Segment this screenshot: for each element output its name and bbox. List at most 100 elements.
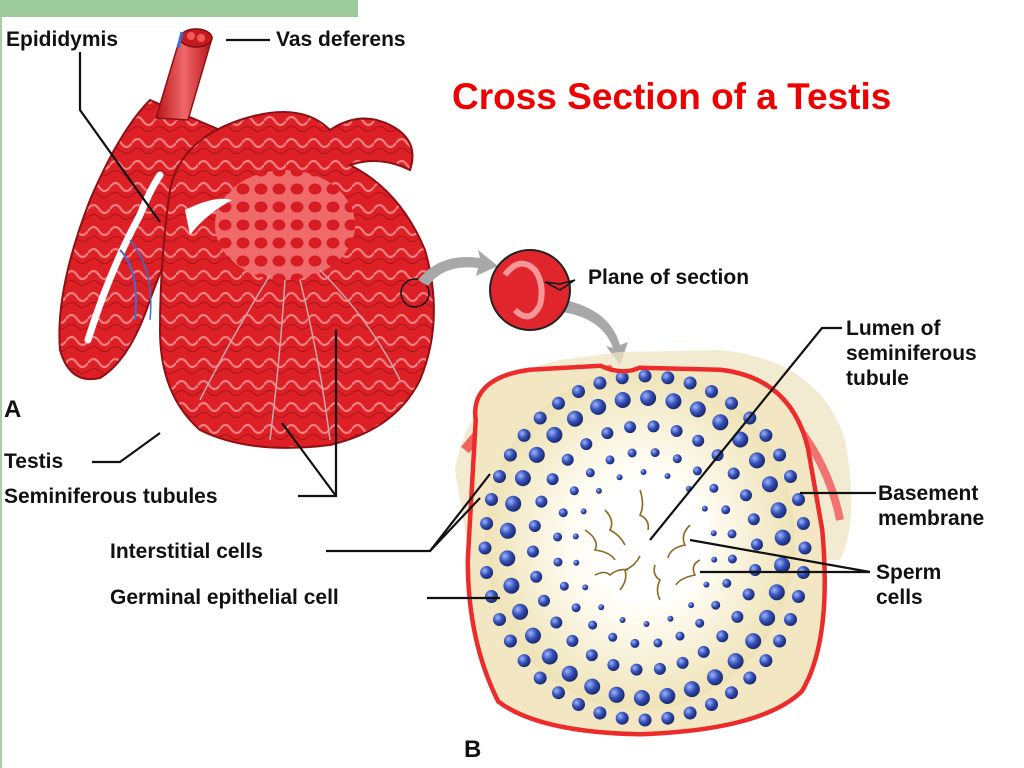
cell-nucleus [530,570,543,583]
cell-nucleus [667,615,674,622]
cell-nucleus [638,713,652,727]
label-basement-membrane: Basement membrane [878,481,984,531]
label-lumen-line1: Lumen of [846,317,941,340]
cell-nucleus [550,616,563,629]
cell-nucleus [561,453,574,466]
cell-nucleus [493,613,506,626]
cell-nucleus [619,617,626,623]
cell-nucleus [743,671,757,685]
cell-nucleus [480,566,494,579]
cell-nucleus [670,425,683,437]
cell-nucleus [710,530,717,537]
cell-nucleus [784,470,797,483]
label-interstitial-cells: Interstitial cells [110,540,263,563]
cell-nucleus [773,448,787,462]
cell-nucleus [559,581,569,591]
cell-nucleus [571,603,581,613]
cell-nucleus [721,505,731,515]
testis-illustration [58,28,435,449]
cell-nucleus [749,452,765,469]
cell-nucleus [630,663,643,676]
cell-nucleus [676,656,689,669]
leader-epididymis [78,52,161,223]
cell-nucleus [503,634,517,648]
cell-nucleus [695,618,705,628]
cell-nucleus [773,634,787,648]
rete-testis [215,170,355,280]
cell-nucleus [499,522,516,539]
cell-nucleus [608,632,618,642]
cell-nucleus [749,564,762,576]
leader-lines [78,38,876,600]
cell-nucleus [538,594,550,607]
cell-nucleus [705,698,718,711]
cell-nucleus [584,678,601,695]
nuclei-group [478,369,812,727]
cell-nucleus [528,520,541,532]
cell-nucleus [593,706,607,720]
cell-nucleus [478,541,492,555]
cell-nucleus [716,630,729,643]
cell-nucleus [727,529,737,539]
label-plane-of-section: Plane of section [588,266,750,289]
cell-nucleus [553,557,563,567]
label-testis: Testis [4,450,64,473]
cell-nucleus [485,493,498,506]
cell-nucleus [615,371,629,385]
cell-nucleus [567,410,583,427]
cell-nucleus [525,627,541,644]
cell-nucleus [650,448,660,458]
section-marker-circle [400,278,430,308]
cell-nucleus [607,659,620,671]
cell-nucleus [774,557,791,574]
cell-nucleus [630,638,640,648]
cell-nucleus [533,671,547,685]
cell-nucleus [768,584,785,601]
cell-nucleus [514,470,531,487]
cell-nucleus [608,686,625,703]
cell-nucleus [761,476,778,493]
leader-seminiferous-b [281,422,337,497]
cell-nucleus [683,706,697,720]
page-title: Cross Section of a Testis [452,76,892,117]
cell-nucleus [796,517,810,530]
leader-testis [92,432,161,464]
panel-letter-b: B [464,736,482,763]
cell-nucleus [751,538,763,551]
cell-nucleus [745,633,762,650]
cell-nucleus [558,508,568,518]
cell-nucleus [633,690,650,706]
cell-nucleus [653,638,663,648]
cell-nucleus [598,604,605,611]
cell-nucleus [485,590,498,603]
label-sperm-cells: Sperm cells [876,560,941,610]
sperm-tails [584,489,701,601]
label-vas-deferens: Vas deferens [276,28,406,51]
cell-nucleus [792,590,805,603]
cell-nucleus [709,483,719,493]
label-epididymis: Epididymis [6,28,119,51]
cell-nucleus [701,505,708,512]
cell-nucleus [759,609,776,626]
cell-nucleus [614,392,631,408]
cell-nucleus [683,681,700,698]
cell-nucleus [541,648,558,665]
cross-section-illustration [455,350,852,737]
cell-nucleus [640,469,647,475]
cell-nucleus [683,376,697,390]
cell-nucleus [725,396,738,410]
cell-nucleus [533,411,547,425]
cell-nucleus [569,486,579,496]
label-seminiferous-tubules: Seminiferous tubules [4,485,218,508]
zoom-arrows [418,250,628,365]
cell-nucleus [503,448,517,462]
label-sperm-line1: Sperm [876,561,942,584]
cell-nucleus [661,371,675,385]
cell-nucleus [601,427,614,440]
cell-nucleus [503,577,520,594]
cell-nucleus [731,610,744,623]
cell-nucleus [572,385,585,398]
cell-nucleus [535,495,548,508]
cell-nucleus [643,621,650,627]
